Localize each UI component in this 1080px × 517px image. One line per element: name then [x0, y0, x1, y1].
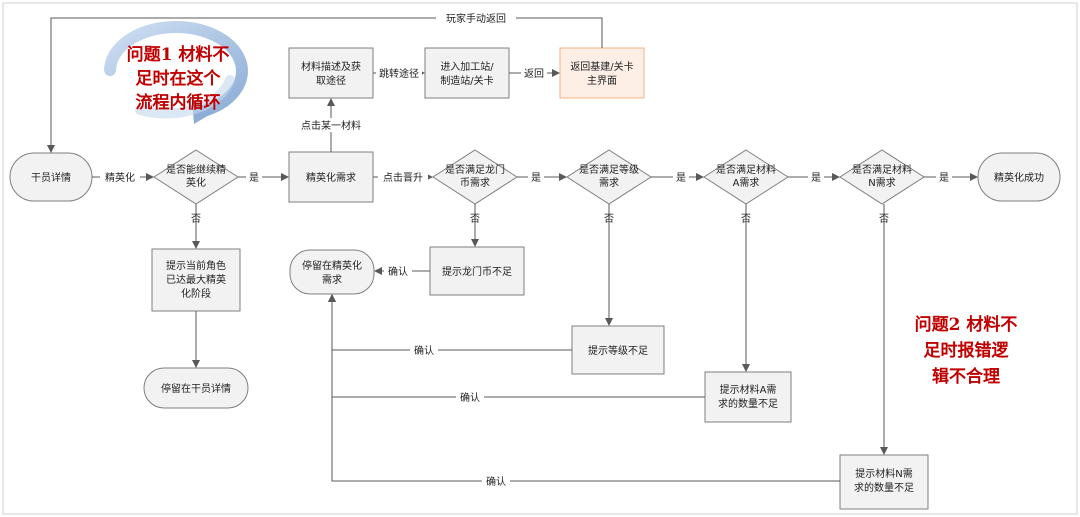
node-jin-ru-jia-gong-line-2: 制造站/关卡 — [440, 74, 493, 87]
node-ti-shi-n-line-1: 提示材料N需 — [855, 467, 912, 480]
node-cai-liao-n-line-2: N需求 — [868, 177, 895, 189]
node-gan-yuan-xiang-qing-line-1: 干员详情 — [31, 171, 71, 184]
edge-label-fou-5: 否 — [879, 213, 889, 225]
edge-label-que-ren-2: 确认 — [414, 344, 434, 357]
node-fan-hui-ji-jian: 返回基建/关卡 主界面 — [559, 47, 645, 99]
edge-label-dian-ji-jin-sheng: 点击晋升 — [383, 172, 423, 184]
node-ti-shi-zui-da-line-3: 化阶段 — [181, 287, 211, 300]
node-jin-ru-jia-gong: 进入加工站/ 制造站/关卡 — [424, 47, 510, 99]
edge-label-shi-5: 是 — [939, 172, 949, 184]
node-deng-ji-line-1: 是否满足等级 — [579, 163, 639, 176]
node-cai-liao-n-diamond: 是否满足材料 N需求 — [839, 149, 925, 205]
edge-label-shi-2: 是 — [531, 172, 541, 184]
node-ting-liu-xu-qiu-line-1: 停留在精英化 — [302, 259, 362, 272]
node-ting-liu-gan-yuan: 停留在干员详情 — [143, 367, 249, 409]
edge-ti-shi-deng-ji-to-ting-liu — [328, 294, 572, 351]
node-ti-shi-a: 提示材料A需 求的数量不足 — [704, 371, 792, 423]
node-fan-hui-ji-jian-line-1: 返回基建/关卡 — [570, 60, 633, 73]
edge-fan-hui-to-gan-yuan — [47, 17, 603, 153]
node-fan-hui-ji-jian-line-2: 主界面 — [587, 75, 617, 87]
edge-label-que-ren-4: 确认 — [486, 475, 506, 488]
edge-label-shi-3: 是 — [676, 172, 686, 184]
loop-arrow-icon — [104, 21, 248, 124]
node-ti-shi-deng-ji-line-1: 提示等级不足 — [588, 344, 648, 357]
node-can-continue-line-2: 英化 — [186, 176, 206, 189]
edge-label-dian-ji-cai-liao: 点击某一材料 — [301, 119, 361, 132]
edge-label-que-ren-3: 确认 — [460, 391, 480, 404]
note-problem-2-line-3: 辑不合理 — [932, 366, 1000, 387]
node-cai-liao-miao-shu-line-1: 材料描述及获 — [301, 60, 361, 73]
node-long-men-bi-diamond: 是否满足龙门 币需求 — [432, 149, 518, 205]
note-problem-2-line-1: 问题2 材料不 — [915, 314, 1018, 335]
note-problem-1-line-1: 问题1 材料不 — [127, 44, 230, 65]
edge-label-shi-4: 是 — [811, 172, 821, 184]
node-ti-shi-n-line-2: 求的数量不足 — [854, 481, 914, 494]
edge-label-fou-3: 否 — [604, 213, 614, 225]
node-ti-shi-deng-ji: 提示等级不足 — [571, 325, 665, 375]
edge-label-jing-ying-hua: 精英化 — [105, 171, 135, 184]
node-gan-yuan-xiang-qing: 干员详情 — [9, 152, 93, 202]
edge-label-fou-4: 否 — [741, 213, 751, 225]
node-deng-ji-diamond: 是否满足等级 需求 — [566, 149, 652, 205]
node-ti-shi-a-line-2: 求的数量不足 — [718, 397, 778, 410]
note-problem-2-line-2: 足时报错逻 — [924, 340, 1010, 361]
edge-label-fan-hui: 返回 — [524, 68, 544, 80]
node-ti-shi-a-line-1: 提示材料A需 — [720, 383, 777, 396]
note-problem-1: 问题1 材料不 足时在这个 流程内循环 — [127, 44, 230, 113]
node-ti-shi-zui-da-line-2: 已达最大精英 — [166, 273, 226, 286]
edge-label-que-ren-1: 确认 — [388, 265, 408, 278]
edge-label-fou-1: 否 — [191, 213, 201, 225]
edge-ti-shi-n-to-ting-liu — [328, 294, 840, 482]
node-ti-shi-long-men: 提示龙门币不足 — [429, 246, 525, 296]
node-cai-liao-n-line-1: 是否满足材料 — [852, 163, 912, 176]
note-problem-1-line-3: 流程内循环 — [136, 92, 221, 113]
node-ting-liu-xu-qiu-line-2: 需求 — [322, 274, 342, 286]
node-can-continue-diamond: 是否能继续精 英化 — [153, 149, 239, 205]
node-jing-ying-xu-qiu: 精英化需求 — [288, 151, 374, 203]
note-problem-1-line-2: 足时在这个 — [136, 68, 222, 89]
node-jin-ru-jia-gong-line-1: 进入加工站/ — [440, 60, 494, 73]
node-jing-ying-xu-qiu-line-1: 精英化需求 — [306, 171, 356, 184]
node-ti-shi-zui-da: 提示当前角色 已达最大精英 化阶段 — [151, 248, 241, 312]
node-deng-ji-line-2: 需求 — [599, 177, 619, 189]
node-ti-shi-n: 提示材料N需 求的数量不足 — [839, 454, 929, 510]
node-ting-liu-xu-qiu: 停留在精英化 需求 — [289, 249, 375, 295]
edge-label-wan-jia-fan-hui: 玩家手动返回 — [446, 12, 506, 25]
node-cai-liao-a-line-1: 是否满足材料 — [716, 163, 776, 176]
node-cheng-gong: 精英化成功 — [977, 152, 1061, 202]
node-cai-liao-a-diamond: 是否满足材料 A需求 — [703, 149, 789, 205]
note-problem-2: 问题2 材料不 足时报错逻 辑不合理 — [915, 314, 1018, 387]
node-ti-shi-zui-da-line-1: 提示当前角色 — [166, 259, 226, 272]
edge-label-tiao-zhuan: 跳转途径 — [379, 67, 419, 80]
node-long-men-bi-line-2: 币需求 — [460, 177, 490, 189]
node-cai-liao-a-line-2: A需求 — [733, 177, 760, 189]
node-can-continue-line-1: 是否能继续精 — [166, 163, 226, 176]
node-ti-shi-long-men-line-1: 提示龙门币不足 — [442, 265, 512, 278]
node-ting-liu-gan-yuan-line-1: 停留在干员详情 — [161, 382, 231, 395]
edge-label-fou-2: 否 — [470, 213, 480, 225]
node-cheng-gong-line-1: 精英化成功 — [994, 171, 1044, 184]
node-cai-liao-miao-shu-line-2: 取途径 — [316, 74, 346, 87]
node-long-men-bi-line-1: 是否满足龙门 — [445, 163, 505, 176]
node-cai-liao-miao-shu: 材料描述及获 取途径 — [288, 47, 374, 99]
edge-label-shi-1: 是 — [249, 172, 259, 184]
